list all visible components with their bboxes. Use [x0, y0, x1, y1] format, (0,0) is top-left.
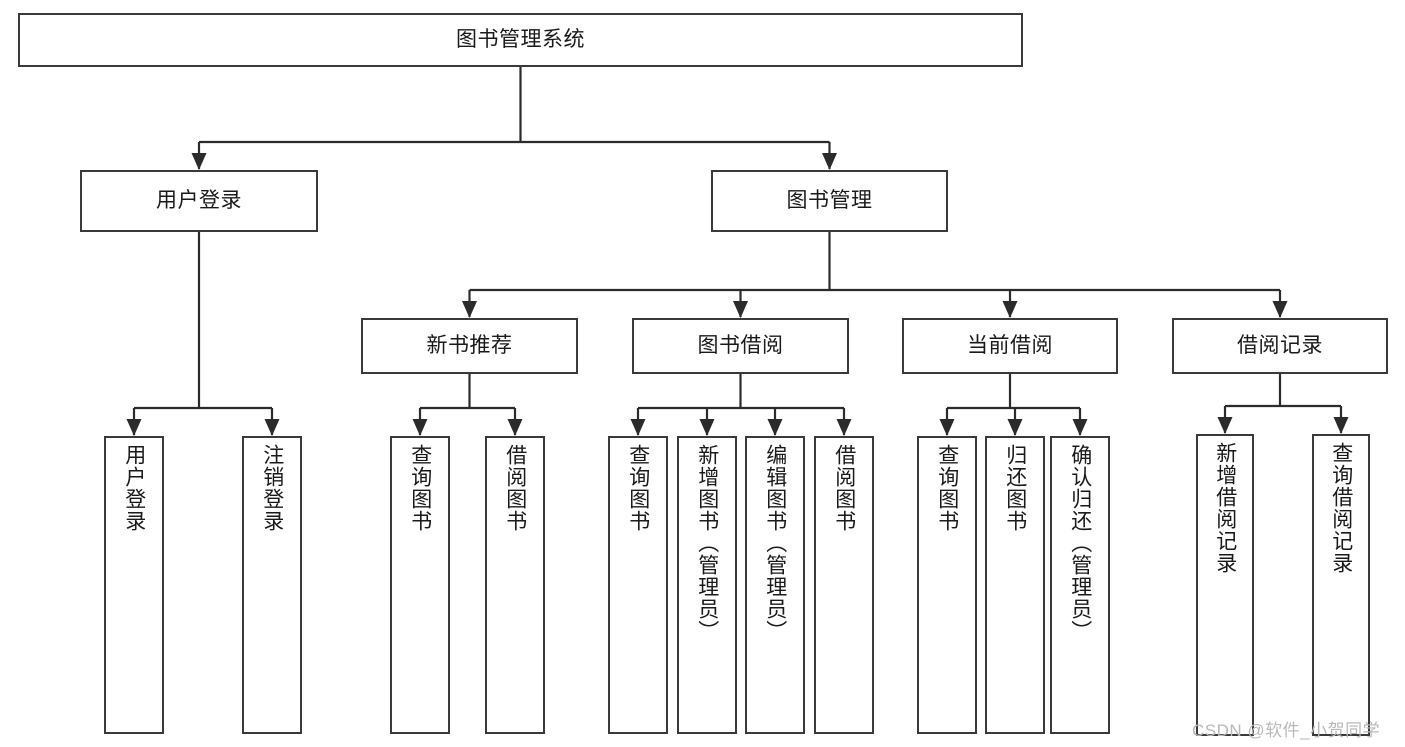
- node-borrowing-record[interactable]: 借阅记录: [1172, 318, 1388, 374]
- leaf-query-borrow-record[interactable]: 查询借阅记录: [1312, 434, 1370, 736]
- leaf-edit-book-admin[interactable]: 编辑图书（管理员）: [745, 436, 805, 734]
- csdn-watermark: CSDN @软件_小贺同学: [1192, 721, 1381, 740]
- node-label: 新书推荐: [426, 333, 513, 357]
- leaf-user-login[interactable]: 用户登录: [104, 436, 164, 734]
- node-new-book-recommendation[interactable]: 新书推荐: [361, 318, 578, 374]
- leaf-confirm-return-admin[interactable]: 确认归还（管理员）: [1050, 436, 1110, 734]
- node-user-login[interactable]: 用户登录: [80, 170, 318, 232]
- leaf-borrow-book-2[interactable]: 借阅图书: [814, 436, 874, 734]
- node-label: 查询图书: [626, 444, 650, 532]
- node-label: 当前借阅: [967, 333, 1053, 357]
- node-label: 用户登录: [156, 188, 242, 212]
- node-label: 用户登录: [122, 444, 146, 532]
- node-label: 借阅图书: [832, 444, 856, 532]
- leaf-borrow-book-1[interactable]: 借阅图书: [485, 436, 545, 734]
- node-book-management[interactable]: 图书管理: [711, 170, 948, 232]
- node-label: 注销登录: [260, 444, 284, 532]
- leaf-return-book[interactable]: 归还图书: [985, 436, 1045, 734]
- node-label: 图书管理: [786, 188, 873, 212]
- node-label: 确认归还（管理员）: [1068, 444, 1092, 642]
- leaf-add-borrow-record[interactable]: 新增借阅记录: [1196, 434, 1254, 736]
- node-label: 借阅记录: [1237, 333, 1323, 357]
- node-label: 编辑图书（管理员）: [763, 444, 787, 642]
- node-book-borrowing[interactable]: 图书借阅: [632, 318, 849, 374]
- node-label: 查询图书: [408, 444, 432, 532]
- node-label: 查询图书: [935, 444, 959, 532]
- leaf-add-book-admin[interactable]: 新增图书（管理员）: [677, 436, 737, 734]
- leaf-query-book-3[interactable]: 查询图书: [917, 436, 977, 734]
- node-current-borrowing[interactable]: 当前借阅: [902, 318, 1118, 374]
- leaf-query-book-2[interactable]: 查询图书: [608, 436, 668, 734]
- node-label: 新增借阅记录: [1213, 442, 1237, 574]
- node-label: 图书管理系统: [456, 27, 585, 51]
- node-label: 查询借阅记录: [1329, 442, 1353, 574]
- node-label: 归还图书: [1003, 444, 1027, 532]
- leaf-query-book-1[interactable]: 查询图书: [390, 436, 450, 734]
- node-root-system[interactable]: 图书管理系统: [18, 13, 1023, 67]
- node-label: 新增图书（管理员）: [695, 444, 719, 642]
- node-label: 图书借阅: [697, 333, 784, 357]
- node-label: 借阅图书: [503, 444, 527, 532]
- leaf-logout[interactable]: 注销登录: [242, 436, 302, 734]
